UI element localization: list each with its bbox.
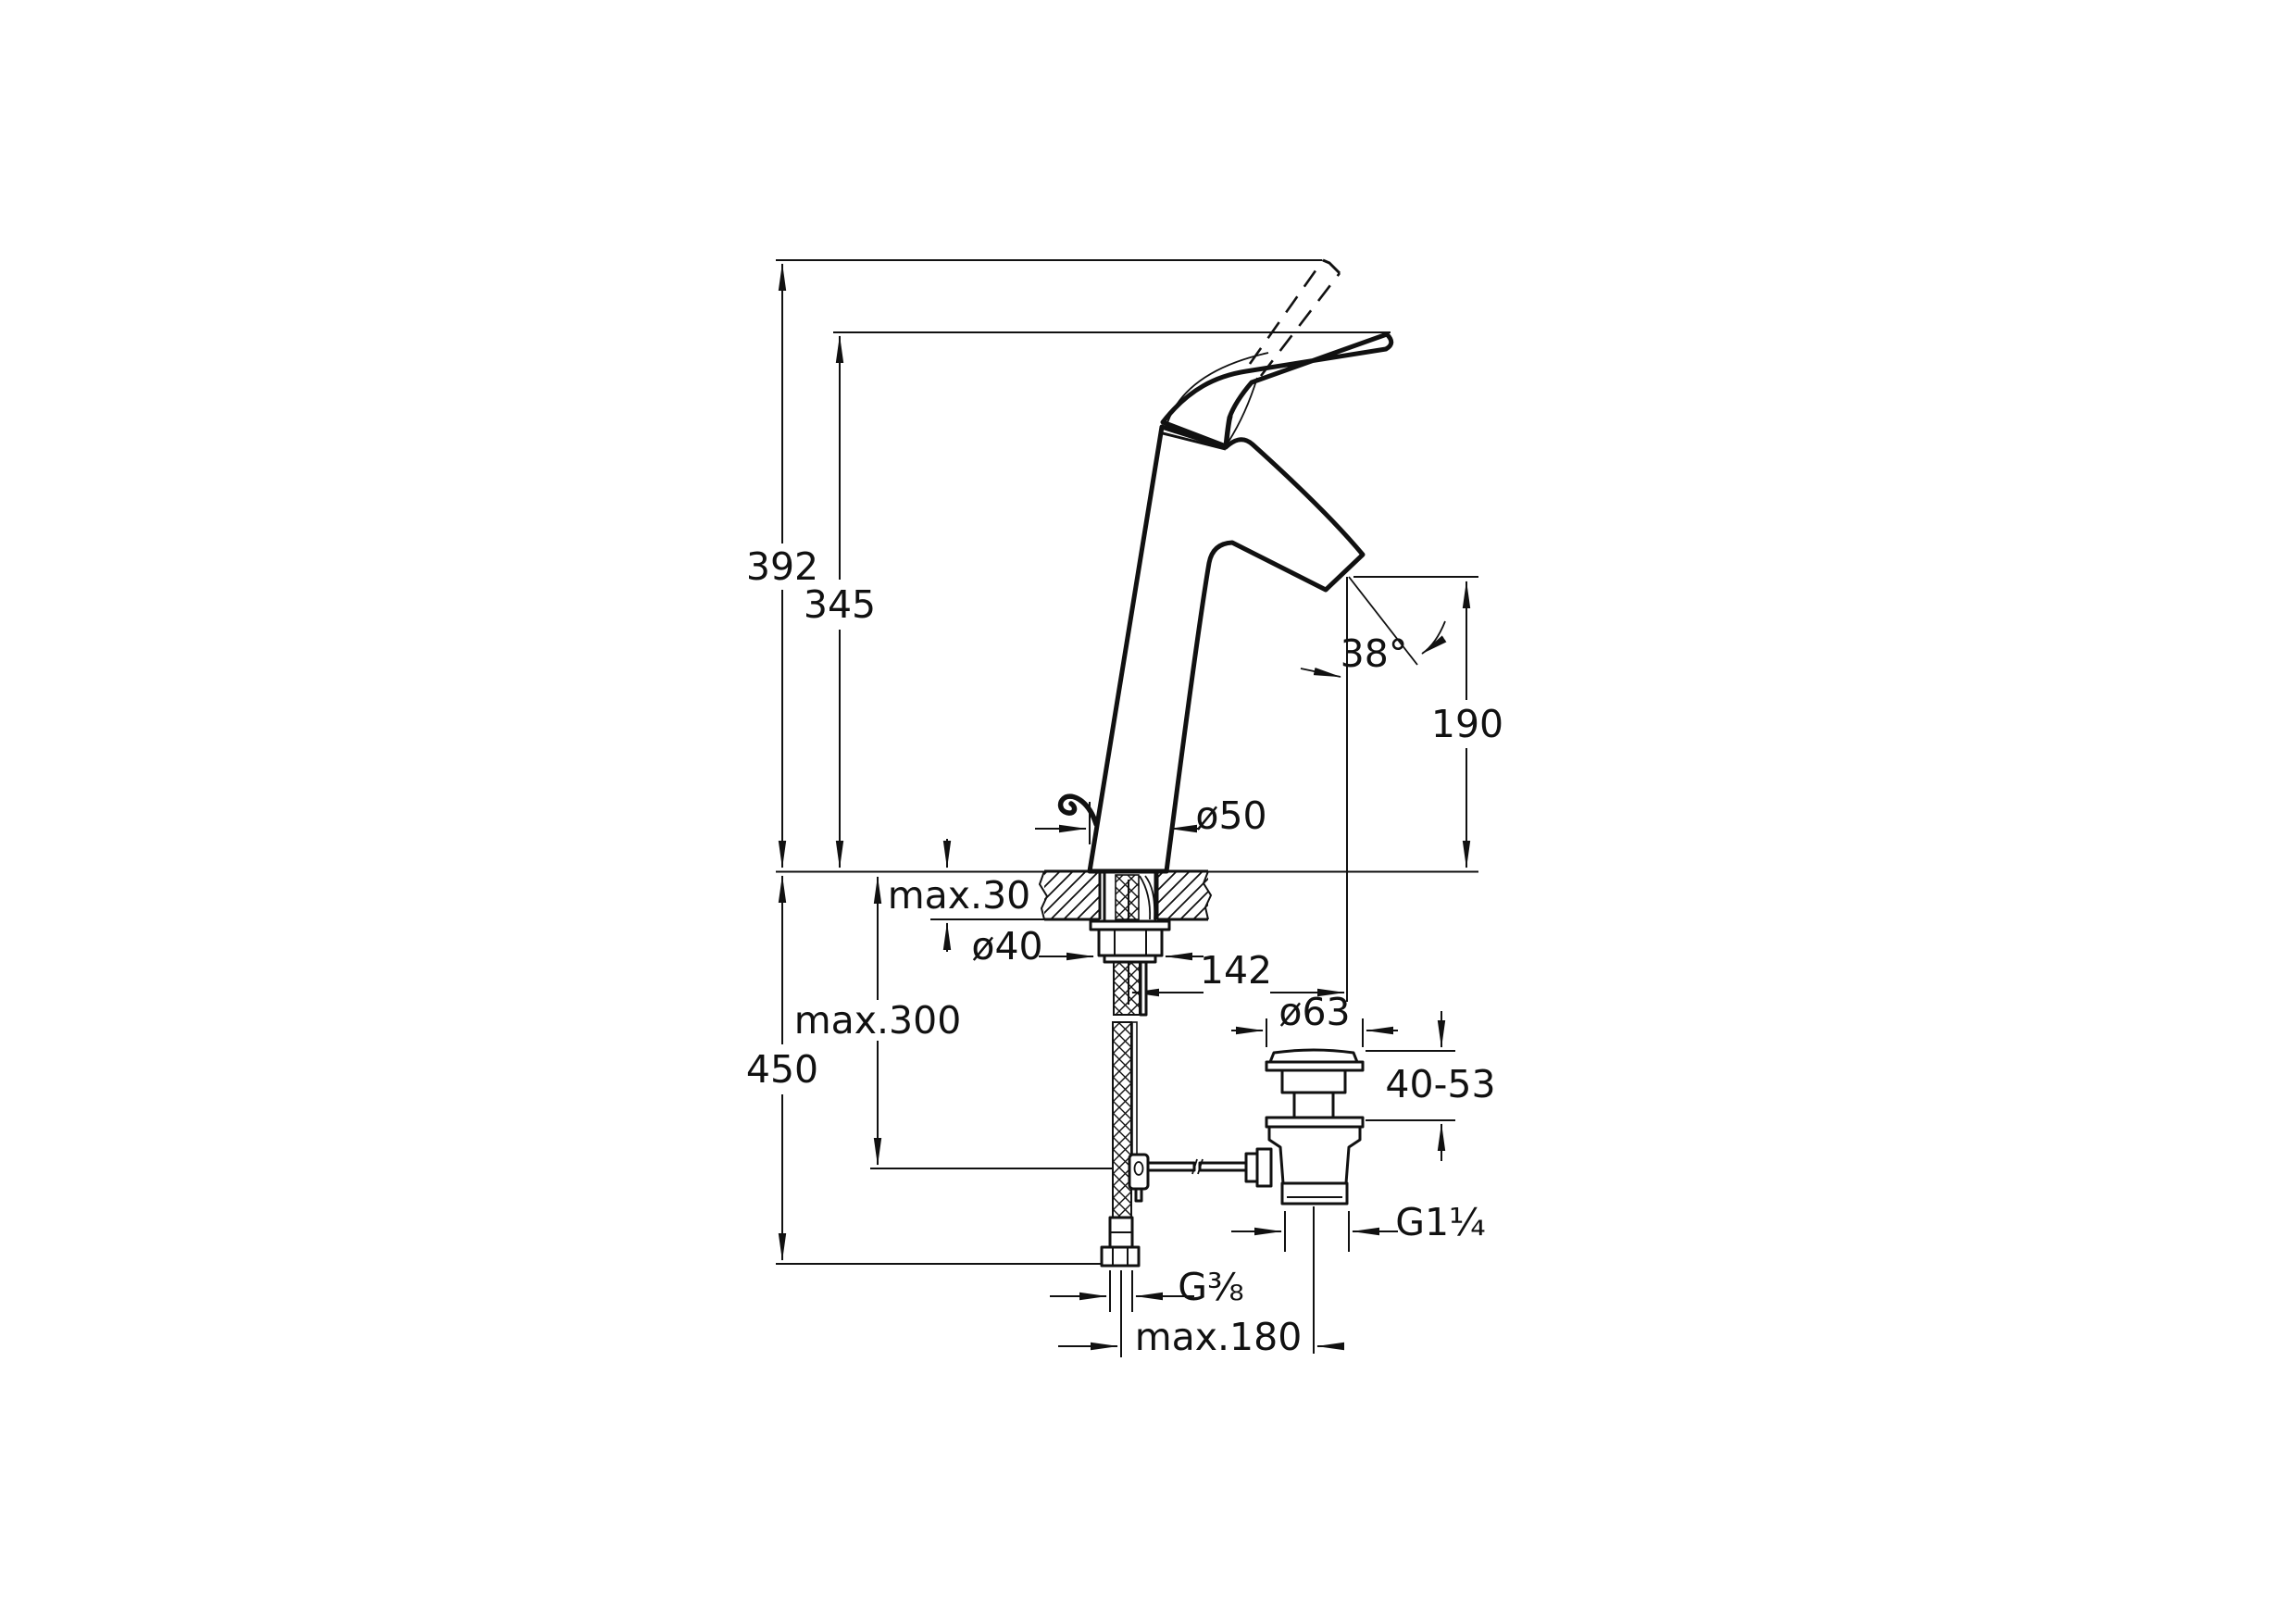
faucet-body bbox=[1057, 258, 1394, 874]
counter-break-left bbox=[1038, 870, 1049, 920]
handle-raised-tip bbox=[1322, 258, 1341, 275]
dimension-lines bbox=[778, 263, 1471, 1351]
extension-lines bbox=[776, 259, 1478, 1357]
popup-rod-clamp bbox=[1128, 1153, 1150, 1191]
waste-plug-cap bbox=[1268, 1048, 1359, 1064]
label-overall-height: 392 bbox=[746, 544, 818, 589]
faucet-body-outline bbox=[1087, 424, 1366, 874]
hose-nut-facets bbox=[1112, 1247, 1129, 1266]
countertop-section bbox=[1038, 869, 1213, 921]
waste-neck-upper bbox=[1280, 1068, 1347, 1094]
label-waste-outlet-thread: G1¼ bbox=[1395, 1200, 1486, 1244]
nut-collar bbox=[1103, 954, 1157, 964]
label-hose-below-max: max.300 bbox=[794, 998, 962, 1043]
hose-in-shank bbox=[1115, 874, 1140, 920]
popup-rod-upper bbox=[1139, 960, 1148, 1017]
label-counter-thickness: max.30 bbox=[888, 873, 1031, 918]
hose-end-nut bbox=[1100, 1245, 1141, 1268]
handle-lever bbox=[1160, 331, 1394, 449]
horizontal-rod-left bbox=[1146, 1161, 1196, 1172]
label-shank-nut-diameter: ø40 bbox=[971, 924, 1042, 968]
label-supply-hose-thread: G⅜ bbox=[1178, 1265, 1244, 1309]
popup-rod-lower bbox=[1131, 1021, 1138, 1156]
flex-hose-upper bbox=[1113, 961, 1141, 1016]
dimension-labels: 392 345 450 max.300 max.30 ø40 ø50 142 1… bbox=[746, 544, 1503, 1359]
label-spout-angle: 38° bbox=[1341, 631, 1408, 676]
popup-waste-assembly bbox=[1244, 1048, 1365, 1206]
waste-outlet-rim bbox=[1280, 1181, 1349, 1206]
mounting-nut bbox=[1097, 928, 1164, 957]
under-counter-assembly bbox=[1089, 871, 1249, 1268]
label-below-counter-total: 450 bbox=[746, 1047, 818, 1092]
spout-angle-arc bbox=[1421, 620, 1447, 655]
label-waste-flange-diameter: ø63 bbox=[1278, 990, 1350, 1034]
label-spout-outlet-height: 190 bbox=[1431, 702, 1503, 746]
label-base-diameter: ø50 bbox=[1195, 793, 1266, 838]
spout-angle-leader bbox=[1300, 667, 1341, 678]
nut-facets bbox=[1114, 930, 1147, 956]
horizontal-rod-right bbox=[1198, 1161, 1249, 1172]
waste-neck-lower bbox=[1292, 1091, 1335, 1119]
handle-swing-arc-inner bbox=[1228, 377, 1258, 443]
popup-lever-knob bbox=[1057, 793, 1099, 827]
counter-hatch-right bbox=[1157, 871, 1208, 919]
rod-break-marks bbox=[1191, 1158, 1204, 1175]
handle-swing-arc-outer bbox=[1165, 352, 1269, 430]
rod-inlet-boss bbox=[1244, 1152, 1259, 1183]
clamp-screw bbox=[1133, 1161, 1144, 1176]
counter-hatch-left bbox=[1044, 871, 1100, 919]
head-seam-line bbox=[1158, 431, 1227, 451]
rod-inlet-flange bbox=[1255, 1147, 1273, 1188]
handle-raised-left-dashed bbox=[1248, 259, 1325, 365]
label-waste-height-adjust: 40-53 bbox=[1385, 1062, 1495, 1106]
label-spout-reach: 142 bbox=[1200, 948, 1272, 993]
handle-raised-right-dashed bbox=[1259, 272, 1341, 377]
counter-break-right bbox=[1202, 870, 1213, 920]
clamp-pin bbox=[1134, 1187, 1143, 1203]
waste-body bbox=[1267, 1125, 1362, 1185]
spout-angle-ray bbox=[1348, 576, 1418, 666]
label-body-height: 345 bbox=[804, 582, 876, 627]
label-popup-rod-reach: max.180 bbox=[1135, 1315, 1303, 1359]
second-hose-curve bbox=[1139, 875, 1156, 920]
flex-hose-lower bbox=[1112, 1021, 1132, 1218]
